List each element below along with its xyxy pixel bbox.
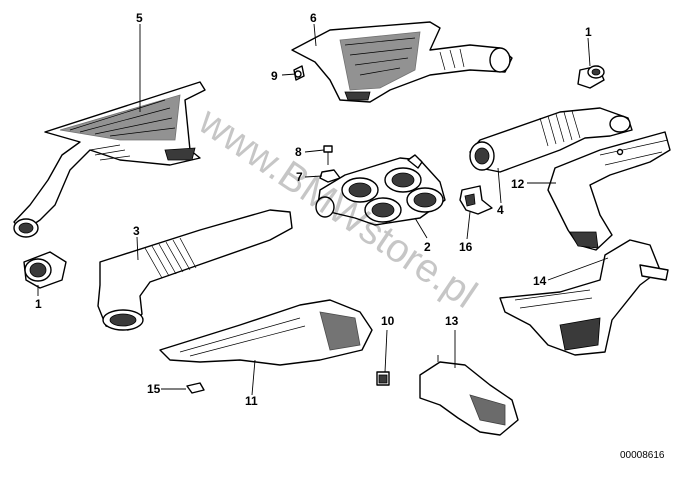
part-16-bracket[interactable] (459, 185, 493, 215)
part-1-sleeve-top[interactable] (577, 65, 605, 89)
callout-9: 9 (271, 69, 278, 83)
callout-2: 2 (424, 240, 431, 254)
drawing-code: 00008616 (620, 450, 665, 461)
part-6-duct[interactable] (291, 21, 513, 103)
callout-7: 7 (296, 170, 303, 184)
callout-labels: 5 6 9 1 8 7 2 3 4 12 16 1 14 10 13 11 15 (35, 11, 592, 408)
callout-4: 4 (497, 203, 504, 217)
leader-lines (37, 23, 609, 396)
part-13-outlet[interactable] (419, 355, 519, 436)
part-14-duct[interactable] (499, 239, 669, 356)
part-10-plug[interactable] (376, 371, 390, 386)
part-7-nut[interactable] (319, 169, 341, 183)
part-8-screw[interactable] (323, 145, 333, 165)
part-2-distributor[interactable] (315, 154, 446, 226)
part-4-duct[interactable] (469, 107, 633, 173)
part-12-duct[interactable] (547, 131, 671, 251)
callout-16: 16 (459, 240, 473, 254)
callout-13: 13 (445, 314, 459, 328)
watermark: www.BMWstore.pl (190, 98, 484, 316)
callout-15: 15 (147, 382, 161, 396)
callout-1-bottom: 1 (35, 297, 42, 311)
part-15-clip[interactable] (186, 382, 205, 394)
callout-1-top: 1 (585, 25, 592, 39)
callout-3: 3 (133, 224, 140, 238)
callout-10: 10 (381, 314, 395, 328)
part-9-clip[interactable] (293, 65, 305, 81)
callout-11: 11 (245, 394, 258, 408)
callout-8: 8 (295, 145, 302, 159)
part-1-sleeve-bottom[interactable] (23, 251, 67, 289)
callout-5: 5 (136, 11, 143, 25)
callout-12: 12 (511, 177, 525, 191)
part-3-hose[interactable] (97, 209, 293, 331)
callout-6: 6 (310, 11, 317, 25)
part-11-duct[interactable] (159, 299, 373, 366)
part-5-duct[interactable] (13, 81, 206, 238)
callout-14: 14 (533, 274, 547, 288)
